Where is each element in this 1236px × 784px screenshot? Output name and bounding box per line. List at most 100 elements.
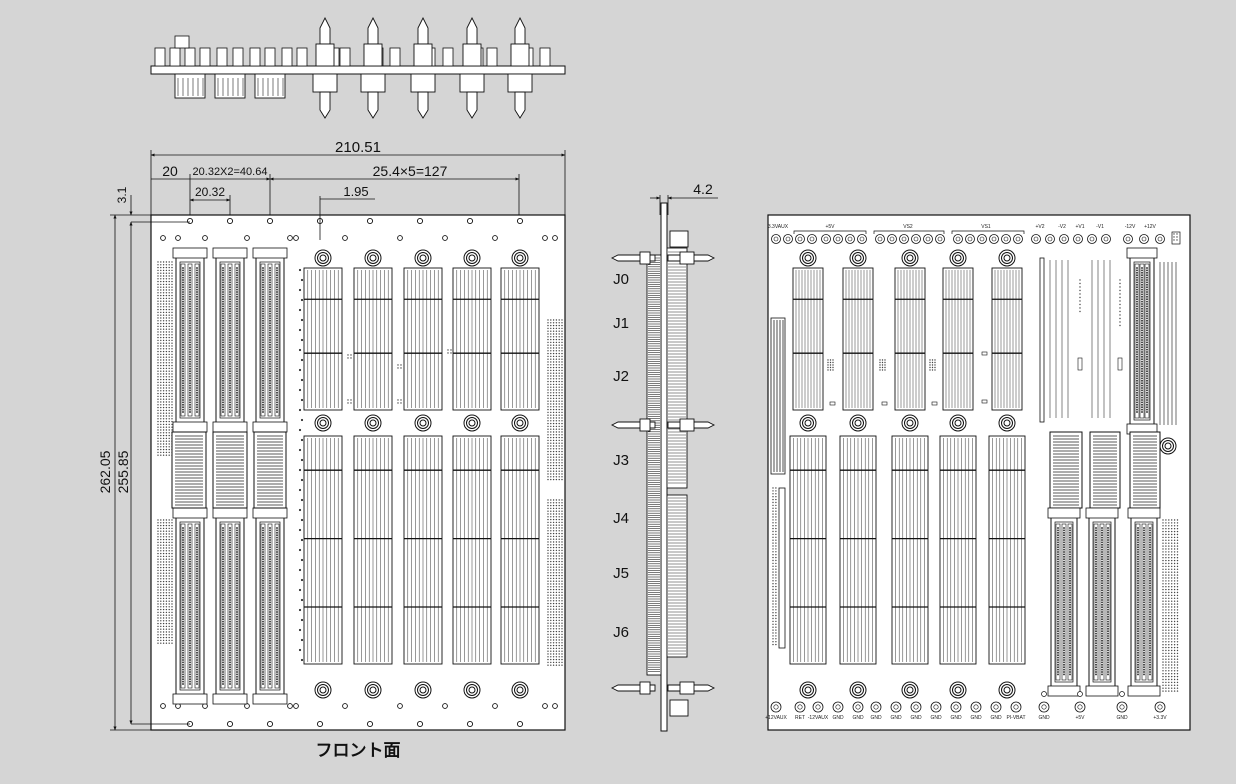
via [300, 458, 304, 462]
rear-bottom-label: GND [1116, 715, 1128, 721]
slot-connector [839, 435, 877, 665]
slot-connector [942, 267, 974, 411]
via [298, 348, 302, 352]
dim-left-margin: 20 [162, 163, 178, 179]
mount-hole [293, 703, 299, 709]
vme-connector [172, 507, 208, 705]
via [300, 318, 304, 322]
via [300, 378, 304, 382]
rear-bottom-label: +12VAUX [765, 715, 787, 721]
dim-top-margin: 3.1 [115, 186, 129, 203]
dim-overall-width: 210.51 [335, 139, 381, 156]
dim-overall-height: 262.05 [97, 450, 113, 493]
mount-hole [492, 703, 498, 709]
slot-connector [403, 267, 443, 411]
dimension-labels: 210.51 20 20.32X2=40.64 25.4×5=127 20.32… [97, 139, 448, 760]
rear-top-label: +5V [825, 224, 835, 230]
slot-connector [452, 435, 492, 665]
dim-pitch-b: 25.4×5=127 [373, 163, 448, 179]
via [300, 438, 304, 442]
rear-top-label: -V2 [1058, 224, 1066, 230]
mount-hole [160, 235, 166, 241]
via [300, 278, 304, 282]
mount-hole [175, 235, 181, 241]
front-view [150, 214, 566, 731]
slot-connector [303, 267, 343, 411]
mount-hole [542, 235, 548, 241]
slot-connector [353, 267, 393, 411]
mount-hole [397, 235, 403, 241]
via [298, 308, 302, 312]
mount-hole [266, 217, 274, 225]
rear-bottom-label: GND [910, 715, 922, 721]
mount-hole [226, 720, 234, 728]
vme-connector [1127, 507, 1161, 697]
front-caption: フロント面 [316, 741, 401, 760]
fan-connector [1129, 431, 1161, 509]
slot-connector [500, 435, 540, 665]
mount-hole [160, 703, 166, 709]
mount-hole [293, 235, 299, 241]
mount-hole [492, 235, 498, 241]
slot-connector [842, 267, 874, 411]
rear-top-label: +V1 [1075, 224, 1084, 230]
rear-top-label: 3.3VAUX [768, 224, 789, 230]
vme-connector [252, 247, 288, 433]
rear-bottom-label: GND [832, 715, 844, 721]
fan-connector [171, 431, 207, 509]
via [298, 588, 302, 592]
rear-top-label: -12V [1125, 224, 1136, 230]
side-label-j4: J4 [613, 510, 629, 527]
dim-pitch-a-single: 20.32 [195, 185, 225, 199]
rear-bottom-label: -12VAUX [808, 715, 829, 721]
mount-hole [552, 235, 558, 241]
via [298, 288, 302, 292]
mount-hole [542, 703, 548, 709]
rear-bottom-label: GND [852, 715, 864, 721]
mount-hole [287, 235, 293, 241]
mount-hole [266, 720, 274, 728]
mount-hole [226, 217, 234, 225]
via [300, 498, 304, 502]
via [300, 638, 304, 642]
rear-bottom-label: GND [930, 715, 942, 721]
rear-bottom-label: GND [890, 715, 902, 721]
side-label-j6: J6 [613, 624, 629, 641]
via [298, 468, 302, 472]
fan-connector [1089, 431, 1121, 509]
via [298, 508, 302, 512]
slot-connector [894, 267, 926, 411]
mount-hole [342, 703, 348, 709]
vme-connector [212, 507, 248, 705]
slot-connector [500, 267, 540, 411]
via [298, 628, 302, 632]
mount-hole [397, 703, 403, 709]
mount-hole [366, 720, 374, 728]
slot-connector [988, 435, 1026, 665]
rear-bottom-label: PI-VBAT [1006, 715, 1025, 721]
mount-hole [244, 235, 250, 241]
mount-hole [342, 235, 348, 241]
slot-connector [891, 435, 929, 665]
via [298, 408, 302, 412]
mount-hole [186, 217, 194, 225]
mount-hole [416, 217, 424, 225]
slot-connector [991, 267, 1023, 411]
fan-connector [1049, 431, 1083, 509]
vme-connector [1047, 507, 1081, 697]
slot-connector [303, 435, 343, 665]
side-label-j0: J0 [613, 271, 629, 288]
rear-bottom-label: GND [1038, 715, 1050, 721]
vme-connector [252, 507, 288, 705]
via [300, 598, 304, 602]
via [300, 418, 304, 422]
mount-hole [516, 217, 524, 225]
rear-bottom-label: GND [950, 715, 962, 721]
vme-connector [212, 247, 248, 433]
rear-bottom-label: GND [970, 715, 982, 721]
fan-connector [212, 431, 248, 509]
via [300, 338, 304, 342]
